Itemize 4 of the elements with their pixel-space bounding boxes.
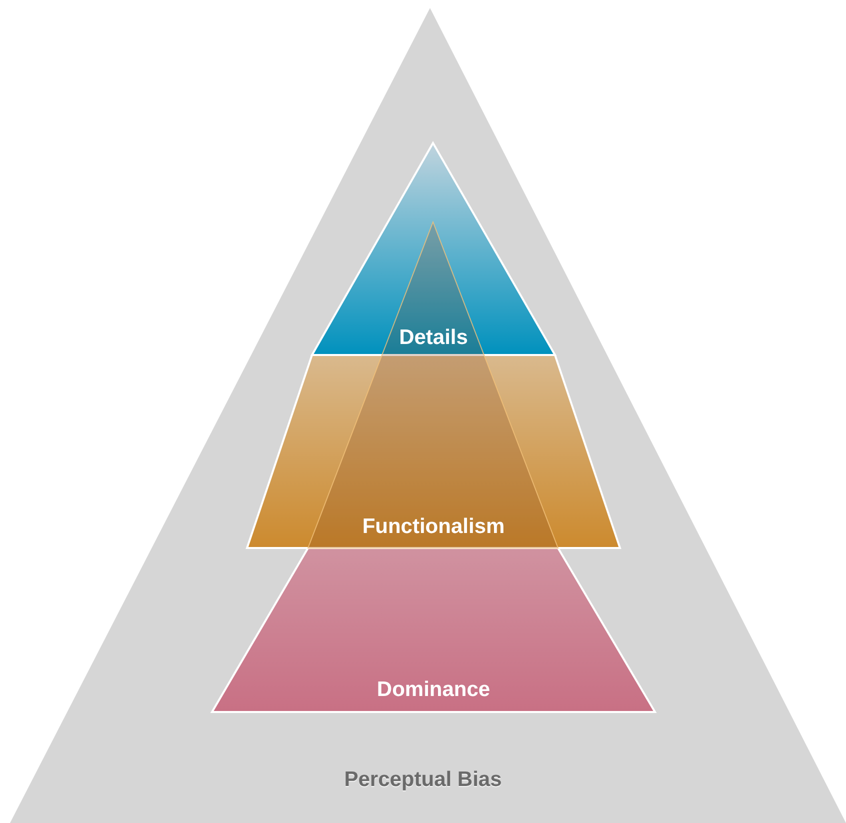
- layer-label: Functionalism: [362, 515, 505, 539]
- layer-label: Details: [399, 326, 468, 350]
- layer-label: Dominance: [376, 678, 490, 702]
- layer-label: Perceptual Bias: [344, 768, 502, 792]
